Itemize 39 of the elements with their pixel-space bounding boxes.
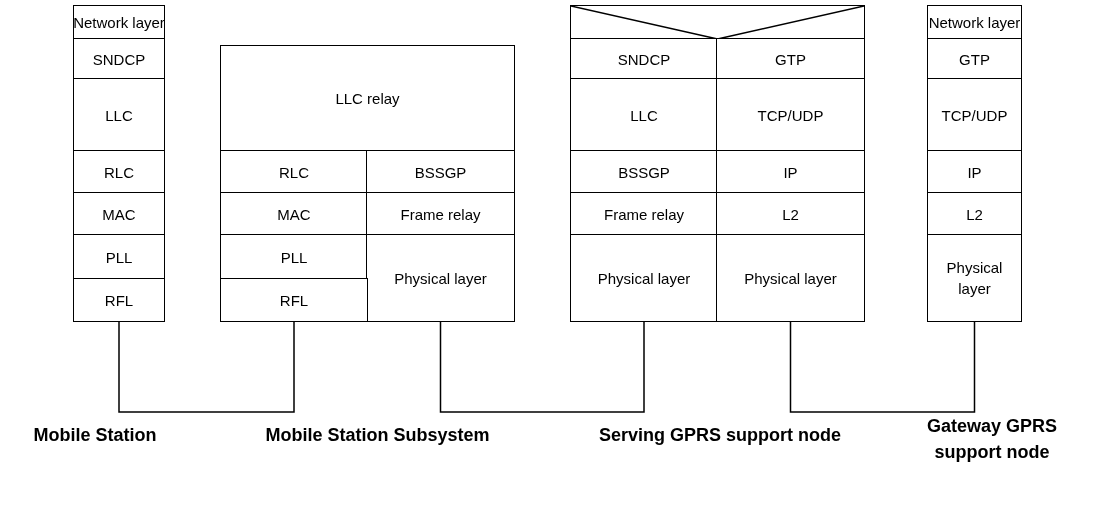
protocol-layer-box: SNDCP (570, 38, 718, 80)
protocol-layer-box: TCP/UDP (927, 78, 1022, 152)
empty-header-box (570, 5, 865, 40)
protocol-layer-box: L2 (927, 192, 1022, 236)
connector-line (118, 321, 295, 413)
protocol-layer-box: Physical layer (366, 234, 515, 322)
protocol-layer-box: LLC (570, 78, 718, 152)
protocol-layer-box: LLC relay (220, 45, 515, 152)
protocol-layer-box: L2 (716, 192, 865, 236)
protocol-layer-box: BSSGP (366, 150, 515, 194)
protocol-layer-box: TCP/UDP (716, 78, 865, 152)
connector-line (439, 321, 645, 413)
protocol-layer-box: IP (927, 150, 1022, 194)
protocol-layer-box: BSSGP (570, 150, 718, 194)
protocol-layer-box: PLL (220, 234, 368, 280)
protocol-layer-box: RLC (220, 150, 368, 194)
protocol-layer-box: GTP (927, 38, 1022, 80)
protocol-layer-box: Network layer (927, 5, 1022, 40)
protocol-layer-box: Physical layer (570, 234, 718, 322)
protocol-layer-box: Network layer (73, 5, 165, 40)
stack-caption: Serving GPRS support node (598, 424, 842, 447)
protocol-layer-box: GTP (716, 38, 865, 80)
protocol-layer-box: MAC (73, 192, 165, 236)
connector-line (789, 321, 976, 413)
protocol-layer-box: PLL (73, 234, 165, 280)
protocol-layer-box: SNDCP (73, 38, 165, 80)
protocol-layer-box: Physical layer (716, 234, 865, 322)
protocol-layer-box: IP (716, 150, 865, 194)
protocol-layer-box: RLC (73, 150, 165, 194)
protocol-layer-box: LLC (73, 78, 165, 152)
protocol-layer-box: Frame relay (366, 192, 515, 236)
protocol-layer-box: RFL (73, 278, 165, 322)
protocol-layer-box: Physical layer (927, 234, 1022, 322)
protocol-layer-box: Frame relay (570, 192, 718, 236)
protocol-layer-box: MAC (220, 192, 368, 236)
stack-caption: Mobile Station Subsystem (264, 424, 491, 447)
protocol-layer-box: RFL (220, 278, 368, 322)
stack-caption: Mobile Station (32, 424, 158, 447)
stack-caption: Gateway GPRS support node (925, 415, 1059, 464)
